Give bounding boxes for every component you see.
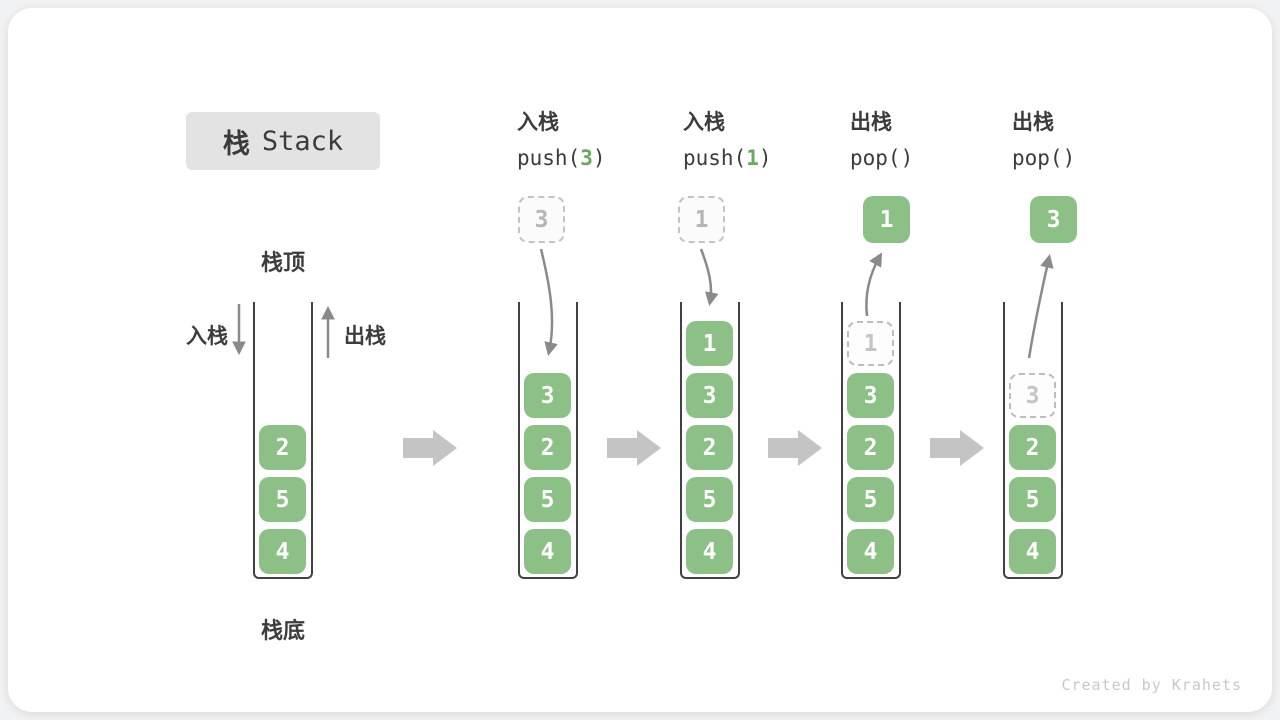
floating-box-popped-value-1: 1 — [863, 196, 910, 243]
title-en: Stack — [261, 125, 344, 157]
title-zh: 栈 — [222, 128, 250, 160]
stack-bottom-label: 栈底 — [260, 618, 305, 643]
op-code: push(3) — [517, 143, 606, 173]
stack-item: 4 — [847, 529, 894, 574]
diagram-card: 栈 Stack 入栈 push(3) 入栈 push(1) 出栈 pop() 出… — [8, 8, 1272, 712]
step-arrow-icon-2 — [607, 430, 661, 466]
stack-item-ghost: 1 — [847, 321, 894, 366]
push-direction-label: 入栈 — [186, 325, 228, 348]
code-value: 1 — [746, 146, 759, 170]
stack-item: 2 — [259, 425, 306, 470]
step-arrow-icon-4 — [930, 430, 984, 466]
stack-item: 3 — [524, 373, 571, 418]
stack-container-5: 4 5 2 3 — [1003, 302, 1063, 579]
pop-direction-label: 出栈 — [344, 325, 386, 348]
stack-item: 5 — [524, 477, 571, 522]
stack-item: 4 — [1009, 529, 1056, 574]
op-name: 出栈 — [1012, 111, 1054, 134]
credit-text: Created by Krahets — [1061, 676, 1242, 694]
op-code: pop() — [850, 143, 913, 173]
title-badge: 栈 Stack — [186, 112, 380, 170]
stack-item-ghost: 3 — [1009, 373, 1056, 418]
stack-item: 5 — [847, 477, 894, 522]
stack-container-2: 4 5 2 3 — [518, 302, 578, 579]
stack-container-4: 4 5 2 3 1 — [841, 302, 901, 579]
step-arrow-icon-1 — [403, 430, 457, 466]
push-1-curve-arrow-icon — [699, 248, 719, 307]
stack-item: 2 — [1009, 425, 1056, 470]
floating-box-popped-value-3: 3 — [1030, 196, 1077, 243]
code-prefix: push( — [517, 146, 581, 170]
op-name: 入栈 — [683, 111, 725, 134]
op-label-pop-2: 出栈 pop() — [1012, 108, 1075, 173]
stack-item: 5 — [1009, 477, 1056, 522]
floating-box-push-value-1: 1 — [678, 196, 725, 243]
op-code: push(1) — [683, 143, 772, 173]
op-name: 出栈 — [850, 111, 892, 134]
op-code: pop() — [1012, 143, 1075, 173]
op-label-pop-1: 出栈 pop() — [850, 108, 913, 173]
stack-item: 1 — [686, 321, 733, 366]
code-prefix: pop( — [1012, 146, 1063, 170]
code-value: 3 — [580, 146, 593, 170]
stack-top-label: 栈顶 — [260, 250, 305, 275]
stack-item: 2 — [847, 425, 894, 470]
op-name: 入栈 — [517, 111, 559, 134]
code-suffix: ) — [900, 146, 914, 170]
floating-box-push-value-3: 3 — [518, 196, 565, 243]
stack-item: 3 — [686, 373, 733, 418]
stack-item: 4 — [524, 529, 571, 574]
stack-item: 3 — [847, 373, 894, 418]
stack-item: 4 — [686, 529, 733, 574]
stack-item: 5 — [686, 477, 733, 522]
stack-item: 2 — [686, 425, 733, 470]
stack-item: 2 — [524, 425, 571, 470]
op-label-push-3: 入栈 push(3) — [517, 108, 606, 173]
code-suffix: ) — [758, 146, 772, 170]
step-arrow-icon-3 — [768, 430, 822, 466]
op-label-push-1: 入栈 push(1) — [683, 108, 772, 173]
stack-container-1: 4 5 2 — [253, 302, 313, 579]
stack-item: 5 — [259, 477, 306, 522]
code-suffix: ) — [592, 146, 606, 170]
stack-container-3: 4 5 2 3 1 — [680, 302, 740, 579]
code-prefix: push( — [683, 146, 747, 170]
code-prefix: pop( — [850, 146, 901, 170]
stack-item: 4 — [259, 529, 306, 574]
code-suffix: ) — [1062, 146, 1076, 170]
